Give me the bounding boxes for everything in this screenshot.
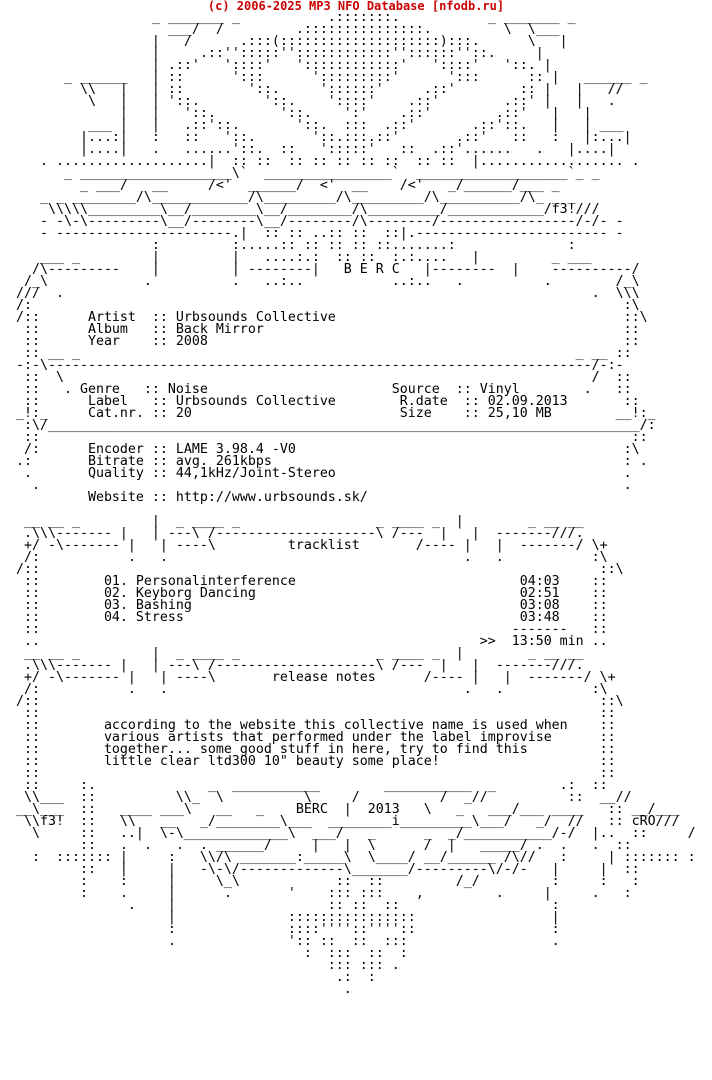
nfodb-header: (c) 2006-2025 MP3 NFO Database [nfodb.ru… [207,0,505,13]
nfo-ascii-art: _ _______ _ .:::::::. _ _______ _ ___/ /… [15,10,696,997]
